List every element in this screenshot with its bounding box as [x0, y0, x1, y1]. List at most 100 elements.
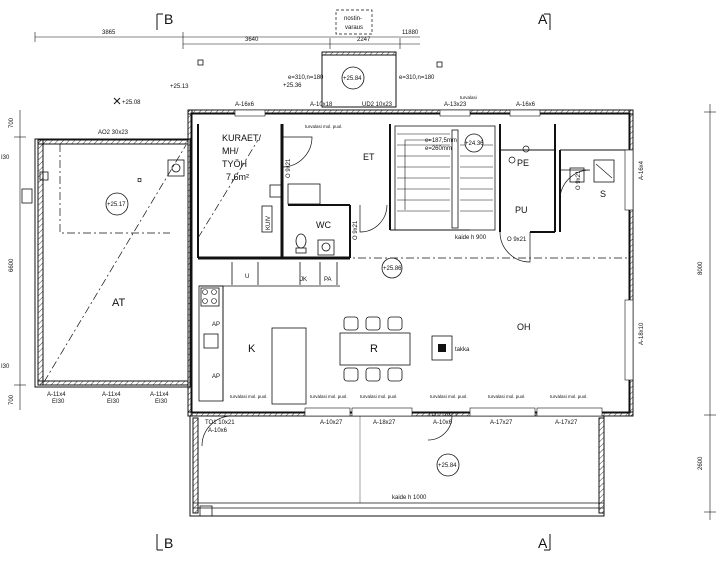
svg-text:A-16x6: A-16x6	[235, 102, 255, 108]
svg-text:turvalasi mol. puol.: turvalasi mol. puol.	[310, 394, 348, 399]
svg-text:A-13x23: A-13x23	[444, 102, 467, 108]
level-2536: +25.36	[283, 83, 302, 89]
south-windows	[234, 109, 634, 417]
right-dimensions: 8000 2600	[698, 104, 716, 520]
room-pu: PU	[515, 205, 528, 215]
svg-text:A-11x4: A-11x4	[150, 392, 169, 398]
dim-8000: 8000	[698, 261, 704, 275]
svg-text:e=187,5mm: e=187,5mm	[425, 138, 457, 144]
garage-at: +25.17 AO2 30x23 AT ¤ A-11x4 EI30 A-11x4…	[21, 130, 191, 405]
svg-text:turvalasi: turvalasi	[460, 95, 477, 100]
svg-text:KUIV: KUIV	[266, 216, 272, 230]
svg-text:A-10x18: A-10x18	[310, 102, 333, 108]
wc-fixtures: KUIV	[261, 183, 335, 256]
room-pe: PE	[517, 158, 529, 168]
svg-text:A-11x4: A-11x4	[102, 392, 121, 398]
svg-text:A-16x6: A-16x6	[516, 102, 536, 108]
dim-700-top: 700	[9, 117, 15, 128]
section-marker-b-top: B	[156, 11, 173, 30]
level-2586: +25.86	[383, 266, 402, 272]
dim-3865: 3865	[102, 30, 116, 36]
svg-text:turvalasi mol. puol.: turvalasi mol. puol.	[305, 124, 343, 129]
room-kuraet: KURAET/	[222, 133, 262, 143]
svg-text:AP: AP	[212, 322, 220, 328]
svg-text:B: B	[164, 11, 173, 27]
svg-text:O 9x21: O 9x21	[576, 170, 582, 190]
kitchen: AP AP K U JK PA	[198, 262, 340, 405]
svg-text:e=260mm: e=260mm	[425, 146, 452, 152]
svg-text:U: U	[245, 274, 249, 280]
svg-text:EI30: EI30	[52, 399, 65, 405]
svg-text:+25.84: +25.84	[438, 463, 457, 469]
fireplace: takka	[431, 335, 470, 361]
svg-text:O 9x21: O 9x21	[507, 237, 527, 243]
room-wc: WC	[316, 220, 331, 230]
door-swings	[201, 136, 591, 447]
level-2513: +25.13	[170, 84, 189, 90]
svg-text:¤: ¤	[137, 175, 142, 185]
svg-text:O 9x21: O 9x21	[353, 220, 359, 240]
svg-text:EI30: EI30	[107, 399, 120, 405]
dim-2247: 2247	[357, 37, 371, 43]
svg-text:A-10x27: A-10x27	[320, 420, 343, 426]
door-ud2: UD2 10x23	[362, 102, 393, 108]
svg-text:A: A	[538, 535, 548, 551]
svg-text:turvalasi mol. puol.: turvalasi mol. puol.	[360, 394, 398, 399]
svg-text:+25.08: +25.08	[122, 100, 141, 106]
svg-text:+25.84: +25.84	[343, 76, 362, 82]
dim-700-bottom: 700	[9, 394, 15, 405]
svg-text:e=310,n=180: e=310,n=180	[288, 75, 324, 81]
entrance-porch: +25.84 e=310,n=180 e=310,n=180	[288, 51, 435, 108]
room-at: AT	[112, 297, 126, 309]
svg-text:e=310,n=180: e=310,n=180	[399, 75, 435, 81]
mailbox-reservation: nostin- varaus	[335, 9, 373, 35]
dim-11880: 11880	[402, 30, 419, 36]
svg-text:EI30: EI30	[155, 399, 168, 405]
left-dimensions: 700 6600 700 I30 I30	[1, 110, 26, 410]
stair-railing: kaide h 900	[455, 235, 487, 241]
svg-text:A-10x6: A-10x6	[208, 428, 228, 434]
terrace-railing: kaide h 1000	[392, 495, 427, 501]
svg-text:A-11x4: A-11x4	[47, 392, 66, 398]
room-s: S	[600, 189, 606, 199]
staircase: e=187,5mm e=260mm +24.36 kaide h 900	[394, 125, 496, 241]
room-tyoh: TYÖH	[222, 159, 247, 169]
interior-walls	[197, 124, 628, 260]
svg-text:I30: I30	[1, 155, 10, 161]
svg-text:O 9x21: O 9x21	[286, 158, 292, 178]
garage-door-label: AO2 30x23	[98, 130, 129, 136]
svg-text:turvalasi mol. puol.: turvalasi mol. puol.	[488, 394, 526, 399]
dining-set: R	[339, 316, 411, 382]
svg-text:A-17x27: A-17x27	[555, 420, 578, 426]
section-marker-b-bottom: B	[156, 534, 173, 551]
svg-text:PA: PA	[324, 277, 332, 283]
room-mh: MH/	[222, 146, 239, 156]
svg-text:A-18x27: A-18x27	[373, 420, 396, 426]
top-dimensions: 3865 3640 2247 11880	[34, 30, 420, 49]
svg-text:+25.17: +25.17	[107, 202, 126, 208]
dim-2600: 2600	[698, 456, 704, 470]
svg-text:I30: I30	[1, 364, 10, 370]
dim-3640: 3640	[245, 37, 259, 43]
room-r: R	[370, 343, 378, 355]
svg-text:B: B	[164, 535, 173, 551]
svg-text:A-10x6: A-10x6	[433, 420, 453, 426]
svg-text:JK: JK	[300, 277, 307, 283]
room-area: 7,6m²	[226, 172, 249, 182]
room-oh: OH	[517, 322, 531, 332]
svg-text:A: A	[538, 11, 548, 27]
room-k: K	[248, 343, 256, 355]
terrace: +25.84 kaide h 1000	[189, 415, 605, 517]
svg-text:turvalasi mol. puol.: turvalasi mol. puol.	[430, 394, 468, 399]
dim-6600: 6600	[9, 258, 15, 272]
svg-text:A-17x27: A-17x27	[490, 420, 513, 426]
svg-text:varaus: varaus	[345, 25, 363, 31]
utility-area	[508, 145, 615, 183]
level-2508: +25.08	[113, 97, 141, 106]
svg-text:nostin-: nostin-	[344, 16, 362, 22]
door-to1: TO1 10x21	[205, 420, 235, 426]
svg-text:A-16x4: A-16x4	[639, 160, 645, 180]
svg-text:turvalasi mol. puol.: turvalasi mol. puol.	[230, 394, 268, 399]
section-marker-a-top: A	[538, 11, 551, 30]
